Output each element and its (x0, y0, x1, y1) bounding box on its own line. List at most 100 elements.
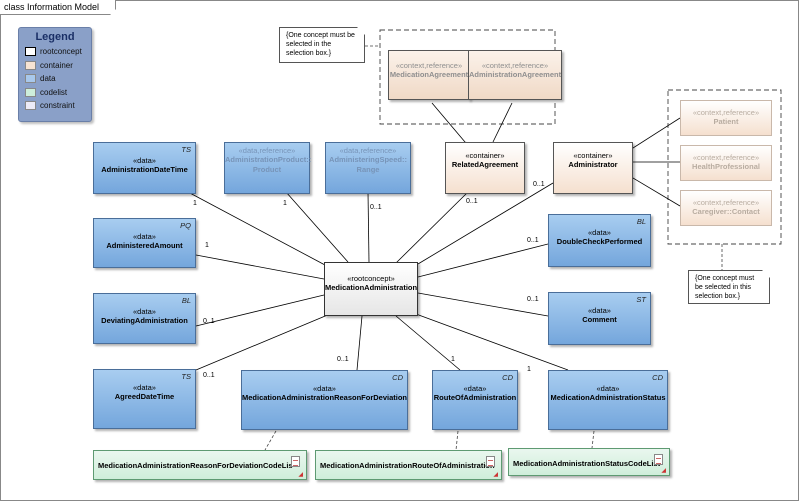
class-name-line2: Range (356, 165, 380, 174)
datatype-label: CD (652, 373, 663, 382)
link-mark-icon: ◢ (298, 472, 303, 478)
codelist-link-route (455, 430, 459, 451)
stereotype: «data,reference» (238, 146, 296, 155)
edge-doublecheck (406, 243, 549, 283)
edge-patient (633, 117, 681, 148)
codelist-reasonfordeviation[interactable]: MedicationAdministrationReasonForDeviati… (93, 450, 307, 480)
class-administrationproduct-product[interactable]: «data,reference» AdministrationProduct::… (224, 142, 312, 194)
codelist-link-status (591, 430, 595, 449)
legend-label: rootconcept (40, 47, 82, 57)
document-icon (291, 456, 300, 467)
edge-administeringspeed (365, 191, 374, 274)
datatype-label: TS (181, 145, 191, 154)
stereotype: «context,reference» (481, 61, 549, 70)
class-patient[interactable]: «context,reference» Patient (680, 100, 772, 136)
stereotype: «data» (133, 383, 156, 392)
class-agreeddatetime[interactable]: TS «data» AgreedDateTime (93, 369, 196, 429)
stereotype: «container» (573, 151, 613, 160)
edge-administrator (407, 182, 554, 271)
link-mark-icon: ◢ (661, 468, 666, 474)
edge-medicationagreement (431, 102, 465, 142)
codelist-name: MedicationAdministrationStatusCodeList (513, 459, 661, 468)
codelist-routeofadministration[interactable]: MedicationAdministrationRouteOfAdministr… (315, 450, 502, 480)
class-name: HealthProfessional (692, 162, 760, 171)
legend: Legend rootconcept container data codeli… (18, 27, 92, 122)
class-name: MedicationAdministrationStatus (550, 393, 666, 402)
class-name: AdministeredAmount (106, 241, 183, 250)
legend-label: data (40, 74, 56, 84)
edge-agreeddatetime (195, 307, 342, 371)
legend-swatch (25, 87, 36, 97)
class-administeredamount[interactable]: PQ «data» AdministeredAmount (93, 218, 196, 268)
class-medicationadministration-root[interactable]: «rootconcept» MedicationAdministration (324, 262, 418, 316)
class-relatedagreement[interactable]: «container» RelatedAgreement (445, 142, 525, 194)
class-medicationagreement[interactable]: «context,reference» MedicationAgreement (388, 50, 470, 100)
multiplicity-label: 1 (527, 366, 531, 373)
class-name: MedicationAdministrationReasonForDeviati… (242, 393, 408, 402)
class-reasonfordeviation[interactable]: CD «data» MedicationAdministrationReason… (241, 370, 408, 430)
class-name: Administrator (568, 160, 618, 169)
multiplicity-label: 0..1 (203, 318, 215, 325)
stereotype: «context,reference» (692, 153, 760, 162)
codelist-status[interactable]: MedicationAdministrationStatusCodeList ◢ (508, 448, 670, 476)
class-administrationagreement[interactable]: «context,reference» AdministrationAgreem… (468, 50, 562, 100)
class-comment[interactable]: ST «data» Comment (548, 292, 651, 345)
edge-reasonfordeviation (356, 304, 367, 371)
legend-item-container: container (19, 59, 91, 73)
legend-swatch (25, 60, 36, 70)
class-name: AdministrationAgreement (469, 70, 562, 79)
stereotype: «data» (133, 307, 156, 316)
class-name-line2: Product (252, 165, 282, 174)
multiplicity-label: 1 (283, 200, 287, 207)
class-name: DoubleCheckPerformed (556, 237, 643, 246)
document-icon (654, 454, 663, 465)
note-right-constraint[interactable]: {One concept must be selected in this se… (688, 270, 770, 304)
stereotype: «data» (588, 306, 611, 315)
multiplicity-label: 1 (205, 242, 209, 249)
multiplicity-label: 0..1 (203, 372, 215, 379)
class-name: MedicationAgreement (389, 70, 469, 79)
class-name: DeviatingAdministration (101, 316, 188, 325)
legend-label: constraint (40, 101, 75, 111)
class-caregiver-contact[interactable]: «context,reference» Caregiver::Contact (680, 190, 772, 226)
class-name: AgreedDateTime (114, 392, 175, 401)
legend-item-data: data (19, 72, 91, 86)
datatype-label: TS (181, 372, 191, 381)
class-doublecheckperformed[interactable]: BL «data» DoubleCheckPerformed (548, 214, 651, 267)
legend-item-constraint: constraint (19, 99, 91, 113)
class-routeofadministration[interactable]: CD «data» RouteOfAdministration (432, 370, 518, 430)
class-name: Caregiver::Contact (692, 207, 760, 216)
stereotype: «context,reference» (395, 61, 463, 70)
class-name: RouteOfAdministration (433, 393, 517, 402)
stereotype: «container» (465, 151, 505, 160)
class-medicationadministrationstatus[interactable]: CD «data» MedicationAdministrationStatus (548, 370, 668, 430)
class-administrator[interactable]: «container» Administrator (553, 142, 633, 194)
class-administrationdatetime[interactable]: TS «data» AdministrationDateTime (93, 142, 196, 194)
datatype-label: BL (636, 217, 646, 226)
class-name-line1: AdministrationProduct:: (225, 155, 312, 164)
class-name-line1: AdministeringSpeed:: (329, 155, 407, 164)
stereotype: «context,reference» (692, 198, 760, 207)
class-deviatingadministration[interactable]: BL «data» DeviatingAdministration (93, 293, 196, 344)
edge-administrationproduct (285, 191, 356, 271)
note-top-constraint[interactable]: {One concept must be selected in the sel… (279, 27, 365, 63)
edge-administrationagreement (493, 102, 513, 142)
legend-swatch (25, 74, 36, 84)
multiplicity-label: 0..1 (370, 204, 382, 211)
legend-item-codelist: codelist (19, 86, 91, 100)
class-healthprofessional[interactable]: «context,reference» HealthProfessional (680, 145, 772, 181)
multiplicity-label: 0..1 (527, 237, 539, 244)
codelist-name: MedicationAdministrationReasonForDeviati… (98, 461, 293, 470)
edge-status (404, 308, 569, 371)
datatype-label: PQ (180, 221, 191, 230)
stereotype: «context,reference» (692, 108, 760, 117)
class-name: MedicationAdministration (325, 283, 418, 292)
edge-administeredamount (195, 254, 336, 285)
edge-routeofadministration (386, 308, 461, 371)
codelist-name: MedicationAdministrationRouteOfAdministr… (320, 461, 495, 470)
stereotype: «data» (133, 232, 156, 241)
stereotype: «data» (463, 384, 487, 393)
legend-item-rootconcept: rootconcept (19, 45, 91, 59)
class-administeringspeed-range[interactable]: «data,reference» AdministeringSpeed:: Ra… (325, 142, 411, 194)
